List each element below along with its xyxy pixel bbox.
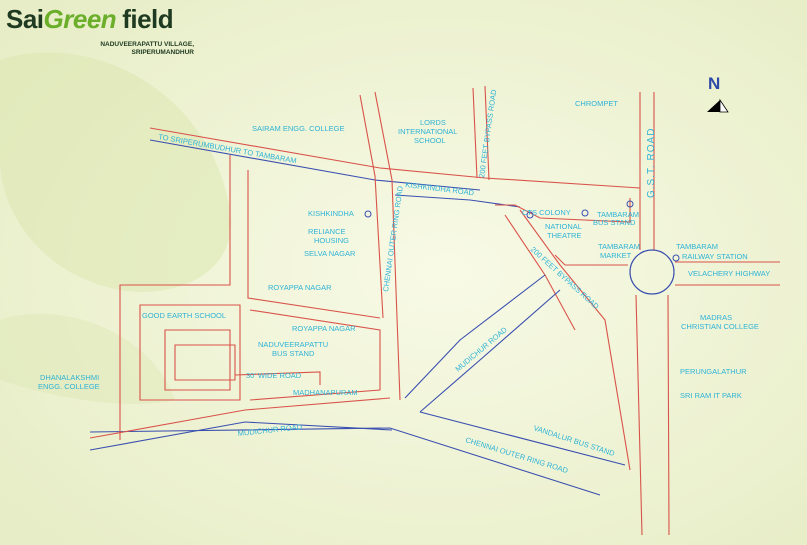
label-tambaram-bus-1: TAMBARAM <box>597 210 639 219</box>
label-tambaram-market-2: MARKET <box>600 251 632 260</box>
road-mudichur-west-north <box>89 397 391 439</box>
label-tambaram-railway-2: RAILWAY STATION <box>682 252 748 261</box>
road-naduveerapattu <box>249 309 381 401</box>
label-tambaram-railway-1: TAMBARAM <box>676 242 718 251</box>
roundabout-tambaram <box>629 249 675 295</box>
label-kishkindha-road: KISHKINDHA ROAD <box>405 180 475 197</box>
label-sriperumbudur-tambaram: TO SRIPERUMBUDHUR TO TAMBARAM <box>158 132 298 165</box>
label-naduveerapattu-2: BUS STAND <box>272 349 315 358</box>
label-30ft-road: 30' WIDE ROAD <box>246 371 302 380</box>
road-tambaram-market <box>554 254 628 266</box>
label-sairam-college: SAIRAM ENGG. COLLEGE <box>252 124 345 133</box>
road-orr-south <box>89 427 601 496</box>
label-reliance-2: HOUSING <box>314 236 349 245</box>
label-royappa-nagar-1: ROYAPPA NAGAR <box>268 283 332 292</box>
label-dhanalakshmi-1: DHANALAKSHMI <box>40 373 99 382</box>
label-lords-1: LORDS <box>420 118 446 127</box>
road-gst-west <box>635 92 643 536</box>
label-tambaram-bus-2: BUS STAND <box>593 218 636 227</box>
road-30ft-wide <box>234 371 321 385</box>
label-national-theatre-2: THEATRE <box>547 231 581 240</box>
road-mudichur-centre <box>404 274 546 399</box>
label-mcc-1: MADRAS <box>700 313 732 322</box>
road-orr-north-west <box>359 94 384 319</box>
label-mudichur-road-centre: MUDICHUR ROAD <box>454 325 510 374</box>
north-label: N <box>708 74 721 93</box>
label-bypass-south: 200 FEET BYPASS ROAD <box>529 245 602 312</box>
road-bypass-north-east <box>484 85 490 181</box>
logo-subtitle-village: NADUVEERAPATTU VILLAGE, <box>100 41 194 48</box>
label-sri-ram-it-park: SRI RAM IT PARK <box>680 391 742 400</box>
label-chrompet: CHROMPET <box>575 99 618 108</box>
marker-tambaram-local <box>626 200 634 208</box>
label-lords-3: SCHOOL <box>414 136 446 145</box>
road-orr-north-east <box>374 91 401 401</box>
road-west-vertical-2 <box>247 170 381 319</box>
label-selva-nagar: SELVA NAGAR <box>304 249 356 258</box>
label-tambaram-market-1: TAMBARAM <box>598 242 640 251</box>
road-gst-east <box>653 92 670 536</box>
road-inner-loop-2 <box>174 344 236 381</box>
road-west-vertical-1 <box>119 155 231 440</box>
marker-cts-colony <box>526 211 534 219</box>
road-mudichur-west-south <box>89 421 393 451</box>
label-cts-colony: CTS COLONY <box>522 208 571 217</box>
label-reliance-1: RELIANCE <box>308 227 346 236</box>
brand-sai: Sai <box>6 4 44 34</box>
brand-field: field <box>122 4 174 34</box>
label-orr-north: CHENNAI OUTER RING ROAD <box>381 185 405 292</box>
label-naduveerapattu-1: NADUVEERAPATTU <box>258 340 328 349</box>
label-lords-2: INTERNATIONAL <box>398 127 457 136</box>
road-tambaram-local <box>495 198 631 223</box>
leaf-watermark <box>0 52 232 292</box>
brand-green: Green <box>43 4 117 34</box>
place-markers <box>364 200 680 262</box>
label-mudichur-road-west: MUDICHUR ROAD <box>237 422 303 438</box>
north-arrow-icon: N <box>704 74 730 118</box>
label-vandalur-bus-stand: VANDALUR BUS STAND <box>532 423 616 458</box>
label-bypass-north: 200 FEET BYPASS ROAD <box>477 88 498 178</box>
label-good-earth-school: GOOD EARTH SCHOOL <box>142 311 226 320</box>
label-royappa-nagar-2: ROYAPPA NAGAR <box>292 324 356 333</box>
roads <box>89 85 780 536</box>
label-gst-road: G.S.T. ROAD <box>646 128 657 198</box>
map-labels: CHROMPET G.S.T. ROAD LORDS INTERNATIONAL… <box>38 88 770 475</box>
road-bypass-north-west <box>472 87 478 179</box>
label-perungalathur: PERUNGALATHUR <box>680 367 747 376</box>
logo-subtitle-town: SRIPERUMANDHUR <box>131 49 194 56</box>
label-dhanalakshmi-2: ENGG. COLLEGE <box>38 382 100 391</box>
road-orr-south-inner <box>419 411 626 466</box>
label-national-theatre-1: NATIONAL <box>545 222 582 231</box>
label-orr-south: CHENNAI OUTER RING ROAD <box>464 435 569 475</box>
label-velachery-highway: VELACHERY HIGHWAY <box>688 269 770 278</box>
marker-kishkindha <box>364 210 372 218</box>
label-kishkindha: KISHKINDHA <box>308 209 354 218</box>
marker-tambaram-railway <box>672 254 680 262</box>
road-good-earth <box>139 304 241 401</box>
marker-tambaram-bus-stand <box>581 209 589 217</box>
road-bypass-south-east <box>519 209 631 471</box>
road-sriperumbudur-tambaram <box>149 127 641 189</box>
label-mcc-2: CHRISTIAN COLLEGE <box>681 322 759 331</box>
road-inner-loop-1 <box>164 329 231 391</box>
road-mudichur-centre-south-edge <box>419 289 561 413</box>
road-velachery-highway <box>675 261 780 286</box>
label-madhanapuram: MADHANAPURAM <box>293 388 358 397</box>
